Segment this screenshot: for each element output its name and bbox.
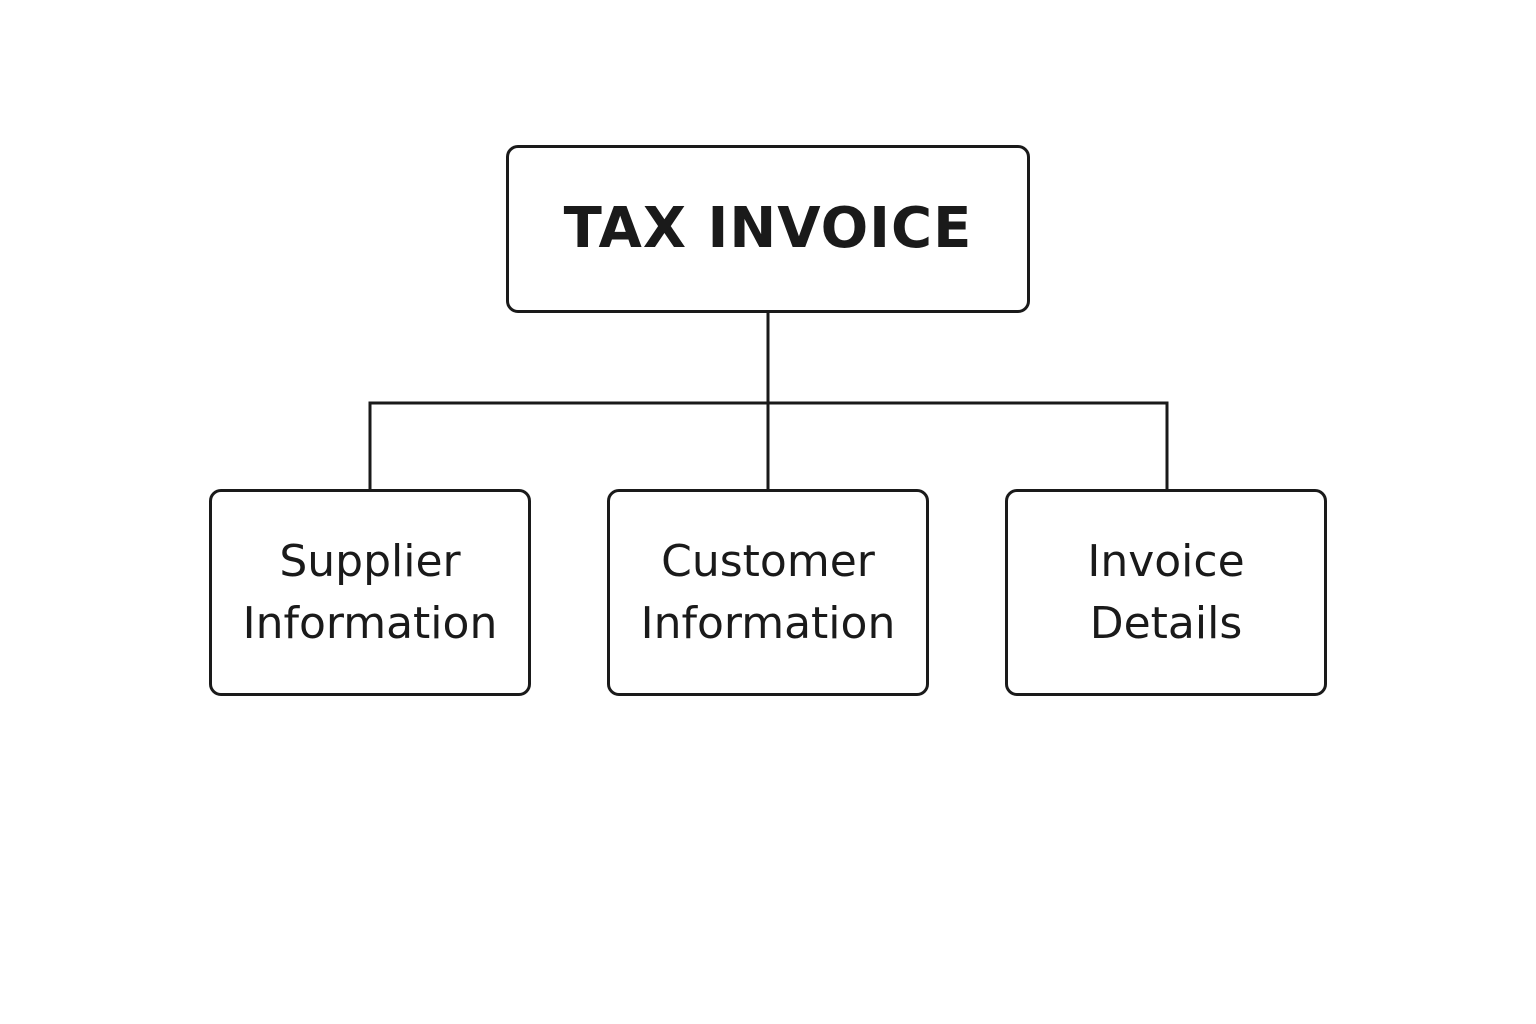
child-node-label: Supplier Information bbox=[212, 531, 528, 655]
child-node-label-line: Information bbox=[640, 597, 896, 649]
child-node-supplier-information: Supplier Information bbox=[209, 489, 531, 696]
root-node-label: TAX INVOICE bbox=[563, 196, 973, 261]
child-node-label: Customer Information bbox=[610, 531, 926, 655]
child-node-label-line: Customer bbox=[661, 535, 875, 587]
child-node-label: Invoice Details bbox=[1008, 531, 1324, 655]
child-node-invoice-details: Invoice Details bbox=[1005, 489, 1327, 696]
root-node-tax-invoice: TAX INVOICE bbox=[506, 145, 1030, 313]
child-node-label-line: Details bbox=[1089, 597, 1243, 649]
child-node-label-line: Supplier bbox=[279, 535, 461, 587]
child-node-customer-information: Customer Information bbox=[607, 489, 929, 696]
child-node-label-line: Information bbox=[242, 597, 498, 649]
child-node-label-line: Invoice bbox=[1087, 535, 1245, 587]
